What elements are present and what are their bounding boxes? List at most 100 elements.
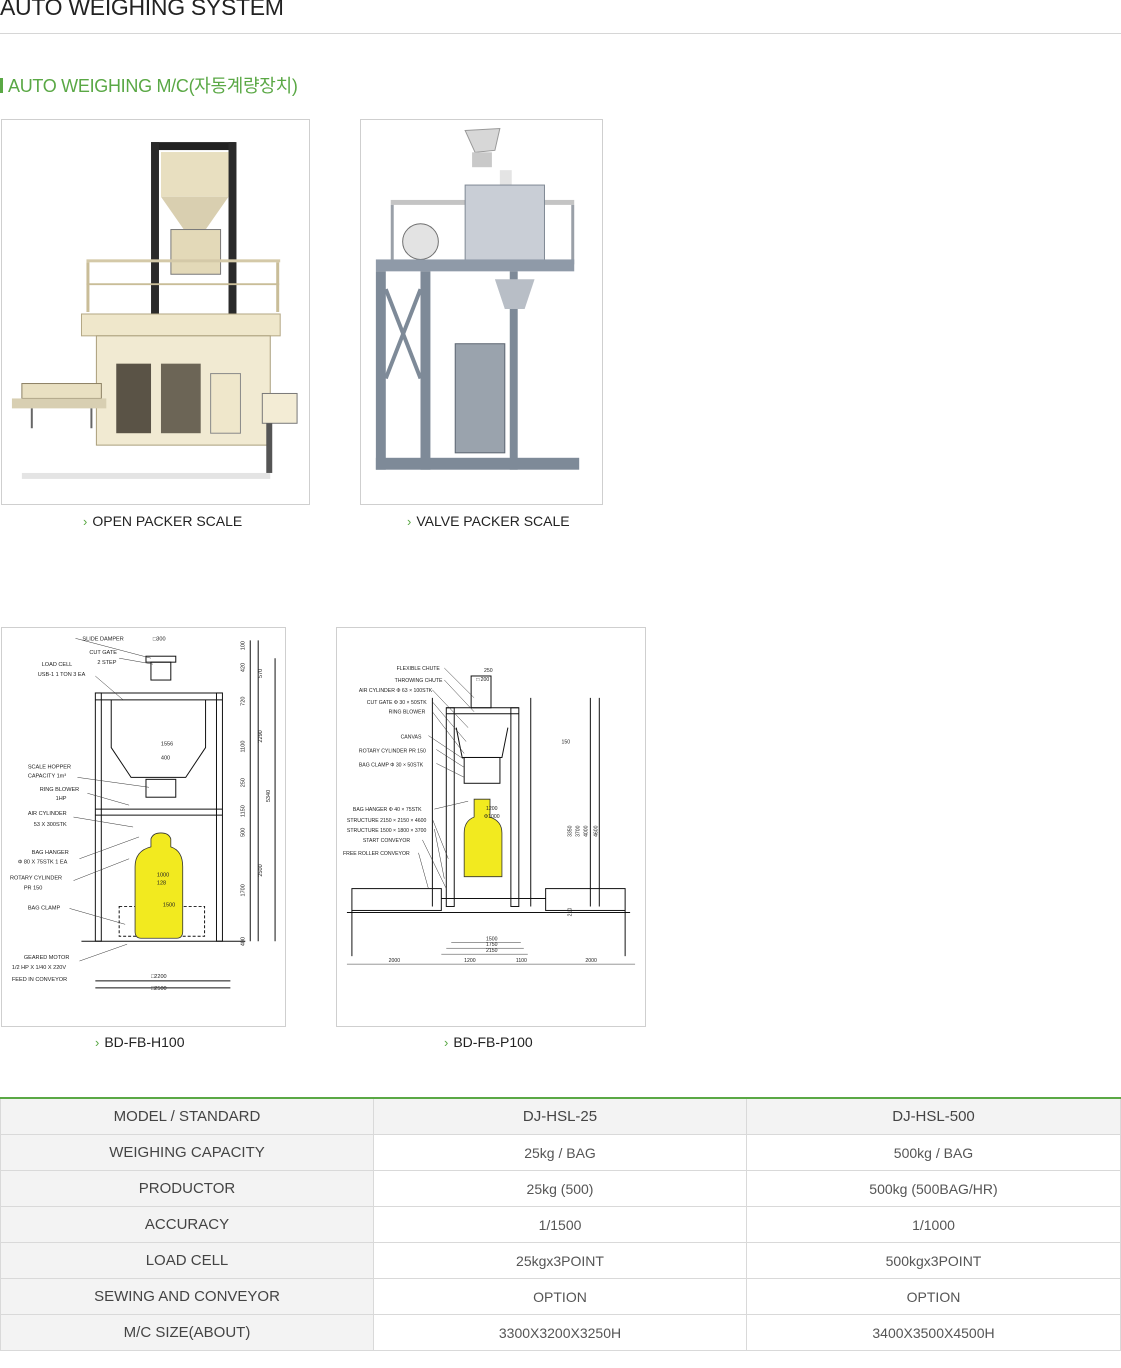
label-rotary-cylinder: ROTARY CYLINDER	[10, 876, 62, 882]
dim-300: □300	[153, 636, 166, 642]
page-title: AUTO WEIGHING SYSTEM	[0, 0, 284, 20]
label-feed-conveyor: FEED IN CONVEYOR	[12, 977, 67, 983]
dim-128: 128	[157, 881, 166, 887]
table-cell: 500kgx3POINT	[746, 1242, 1121, 1279]
label-air-cylinder: AIR CYLINDER Φ 63 × 100STK	[359, 688, 433, 694]
dim-200: □ 200	[476, 677, 489, 683]
vertical-dimension-label: 5340	[266, 790, 272, 802]
horizontal-dimension-label: 2000	[389, 958, 401, 964]
label-geared-motor: GEARED MOTOR	[24, 955, 70, 961]
table-cell: 500kg (500BAG/HR)	[746, 1170, 1121, 1207]
table-cell: 3300X3200X3250H	[373, 1314, 747, 1351]
valve-packer-scale-photo	[360, 119, 603, 505]
section-title-text: AUTO WEIGHING M/C(자동계량장치)	[8, 76, 298, 96]
label-ring-blower: RING BLOWER	[40, 787, 79, 793]
label-capacity: CAPACITY 1m³	[28, 773, 66, 779]
horizontal-dimension-label: 1500	[486, 936, 498, 942]
table-cell: 1/1000	[746, 1206, 1121, 1243]
label-air-cylinder: AIR CYLINDER	[28, 811, 67, 817]
table-cell: 1/1500	[373, 1206, 747, 1243]
bd-fb-p100-schematic: FLEXIBLE CHUTE THROWING CHUTE AIR CYLIND…	[343, 666, 636, 965]
label-2-step: 2 STEP	[97, 660, 116, 666]
vertical-dimension-label: 100	[240, 641, 246, 650]
label-free-roller-conveyor: FREE ROLLER CONVEYOR	[343, 851, 410, 857]
label-structure-1: STRUCTURE 2150 × 2150 × 4600	[347, 818, 427, 824]
table-cell: OPTION	[373, 1278, 747, 1315]
table-cell: 25kg (500)	[373, 1170, 747, 1207]
vertical-dimension-label: 4600	[593, 825, 599, 837]
horizontal-dimension-label: 1750	[486, 942, 498, 948]
label-load-cell-spec: USB-1 1 TON 3 EA	[38, 672, 86, 678]
label-air-cylinder-spec: 53 X 300STK	[34, 822, 67, 828]
horizontal-dimension-label: 1100	[516, 958, 527, 964]
dim-2200: □2200	[151, 974, 167, 980]
label-ring-blower: RING BLOWER	[389, 710, 426, 716]
chevron-right-icon: ›	[407, 514, 412, 529]
label-flexible-chute: FLEXIBLE CHUTE	[397, 666, 441, 672]
vertical-dimension-label: 570	[258, 669, 264, 678]
vertical-dimension-label: 250	[240, 778, 246, 787]
label-geared-spec: 1/2 HP X 1/40 X 220V	[12, 965, 66, 971]
label-scale-hopper: SCALE HOPPER	[28, 764, 71, 770]
valve-packer-scale-caption: ›VALVE PACKER SCALE	[407, 513, 570, 529]
label-bag-clamp: BAG CLAMP	[28, 905, 61, 911]
horizontal-dimension-label: 1200	[464, 958, 476, 964]
table-cell: 500kg / BAG	[746, 1134, 1121, 1171]
horizontal-dimension-label: 2000	[585, 958, 597, 964]
row-label: PRODUCTOR	[0, 1170, 374, 1207]
chevron-right-icon: ›	[83, 514, 88, 529]
vertical-dimension-label: 3350	[567, 825, 573, 837]
vertical-dimension-label: 3700	[575, 825, 581, 837]
table-cell: OPTION	[746, 1278, 1121, 1315]
vertical-dimension-label: 2290	[258, 730, 264, 742]
vertical-dimension-label: 4000	[583, 825, 589, 837]
dim-400: 400	[161, 755, 170, 761]
label-structure-2: STRUCTURE 1500 × 1800 × 3700	[347, 828, 427, 834]
label-canvas: CANVAS	[401, 735, 422, 741]
label-bag-clamp: BAG CLAMP Φ 30 × 50STK	[359, 762, 424, 768]
spec-table: MODEL / STANDARD DJ-HSL-25 DJ-HSL-500 WE…	[0, 1097, 1121, 1351]
dim-250: 250	[484, 668, 493, 674]
header-dj-hsl-500: DJ-HSL-500	[746, 1097, 1121, 1135]
row-label: SEWING AND CONVEYOR	[0, 1278, 374, 1315]
dim-1000: 1000	[157, 873, 169, 879]
dim-2500: □2500	[151, 986, 167, 992]
row-label: M/C SIZE(ABOUT)	[0, 1314, 374, 1351]
bd-fb-p100-drawing: FLEXIBLE CHUTE THROWING CHUTE AIR CYLIND…	[336, 627, 646, 1027]
chevron-right-icon: ›	[444, 1035, 449, 1050]
vertical-dimension-label: 420	[240, 663, 246, 672]
label-cut-gate: CUT GATE	[89, 650, 117, 656]
horizontal-dimension-label: 2150	[486, 948, 498, 954]
header-dj-hsl-25: DJ-HSL-25	[373, 1097, 747, 1135]
dim-1500: 1500	[163, 902, 175, 908]
open-packer-scale-caption: ›OPEN PACKER SCALE	[83, 513, 243, 529]
spec-table-header-row: MODEL / STANDARD DJ-HSL-25 DJ-HSL-500	[0, 1097, 1121, 1135]
vertical-dimension-label: 1700	[240, 884, 246, 896]
valve-packer-scale-illustration	[361, 120, 602, 504]
row-label: ACCURACY	[0, 1206, 374, 1243]
vertical-dimension-label: 720	[240, 697, 246, 706]
vertical-dimension-label: 1150	[240, 805, 246, 817]
label-load-cell: LOAD CELL	[42, 662, 73, 668]
section-title: AUTO WEIGHING M/C(자동계량장치)	[0, 72, 298, 98]
bd-fb-h100-drawing: SLIDE DAMPER CUT GATE 2 STEP LOAD CELL U…	[1, 627, 286, 1027]
label-start-conveyor: START CONVEYOR	[363, 838, 411, 844]
label-rotary-spec: PR 150	[24, 886, 43, 892]
table-cell: 25kgx3POINT	[373, 1242, 747, 1279]
chevron-right-icon: ›	[95, 1035, 100, 1050]
label-slide-damper: SLIDE DAMPER	[82, 636, 123, 642]
bd-fb-h100-caption: ›BD-FB-H100	[95, 1034, 185, 1050]
vertical-dimension-label: 2500	[258, 864, 264, 876]
label-ring-blower-hp: 1HP	[56, 796, 67, 802]
label-bag-hanger: BAG HANGER	[32, 850, 69, 856]
bd-fb-p100-caption: ›BD-FB-P100	[444, 1034, 533, 1050]
row-label: LOAD CELL	[0, 1242, 374, 1279]
vertical-dimension-label: 500	[240, 828, 246, 837]
